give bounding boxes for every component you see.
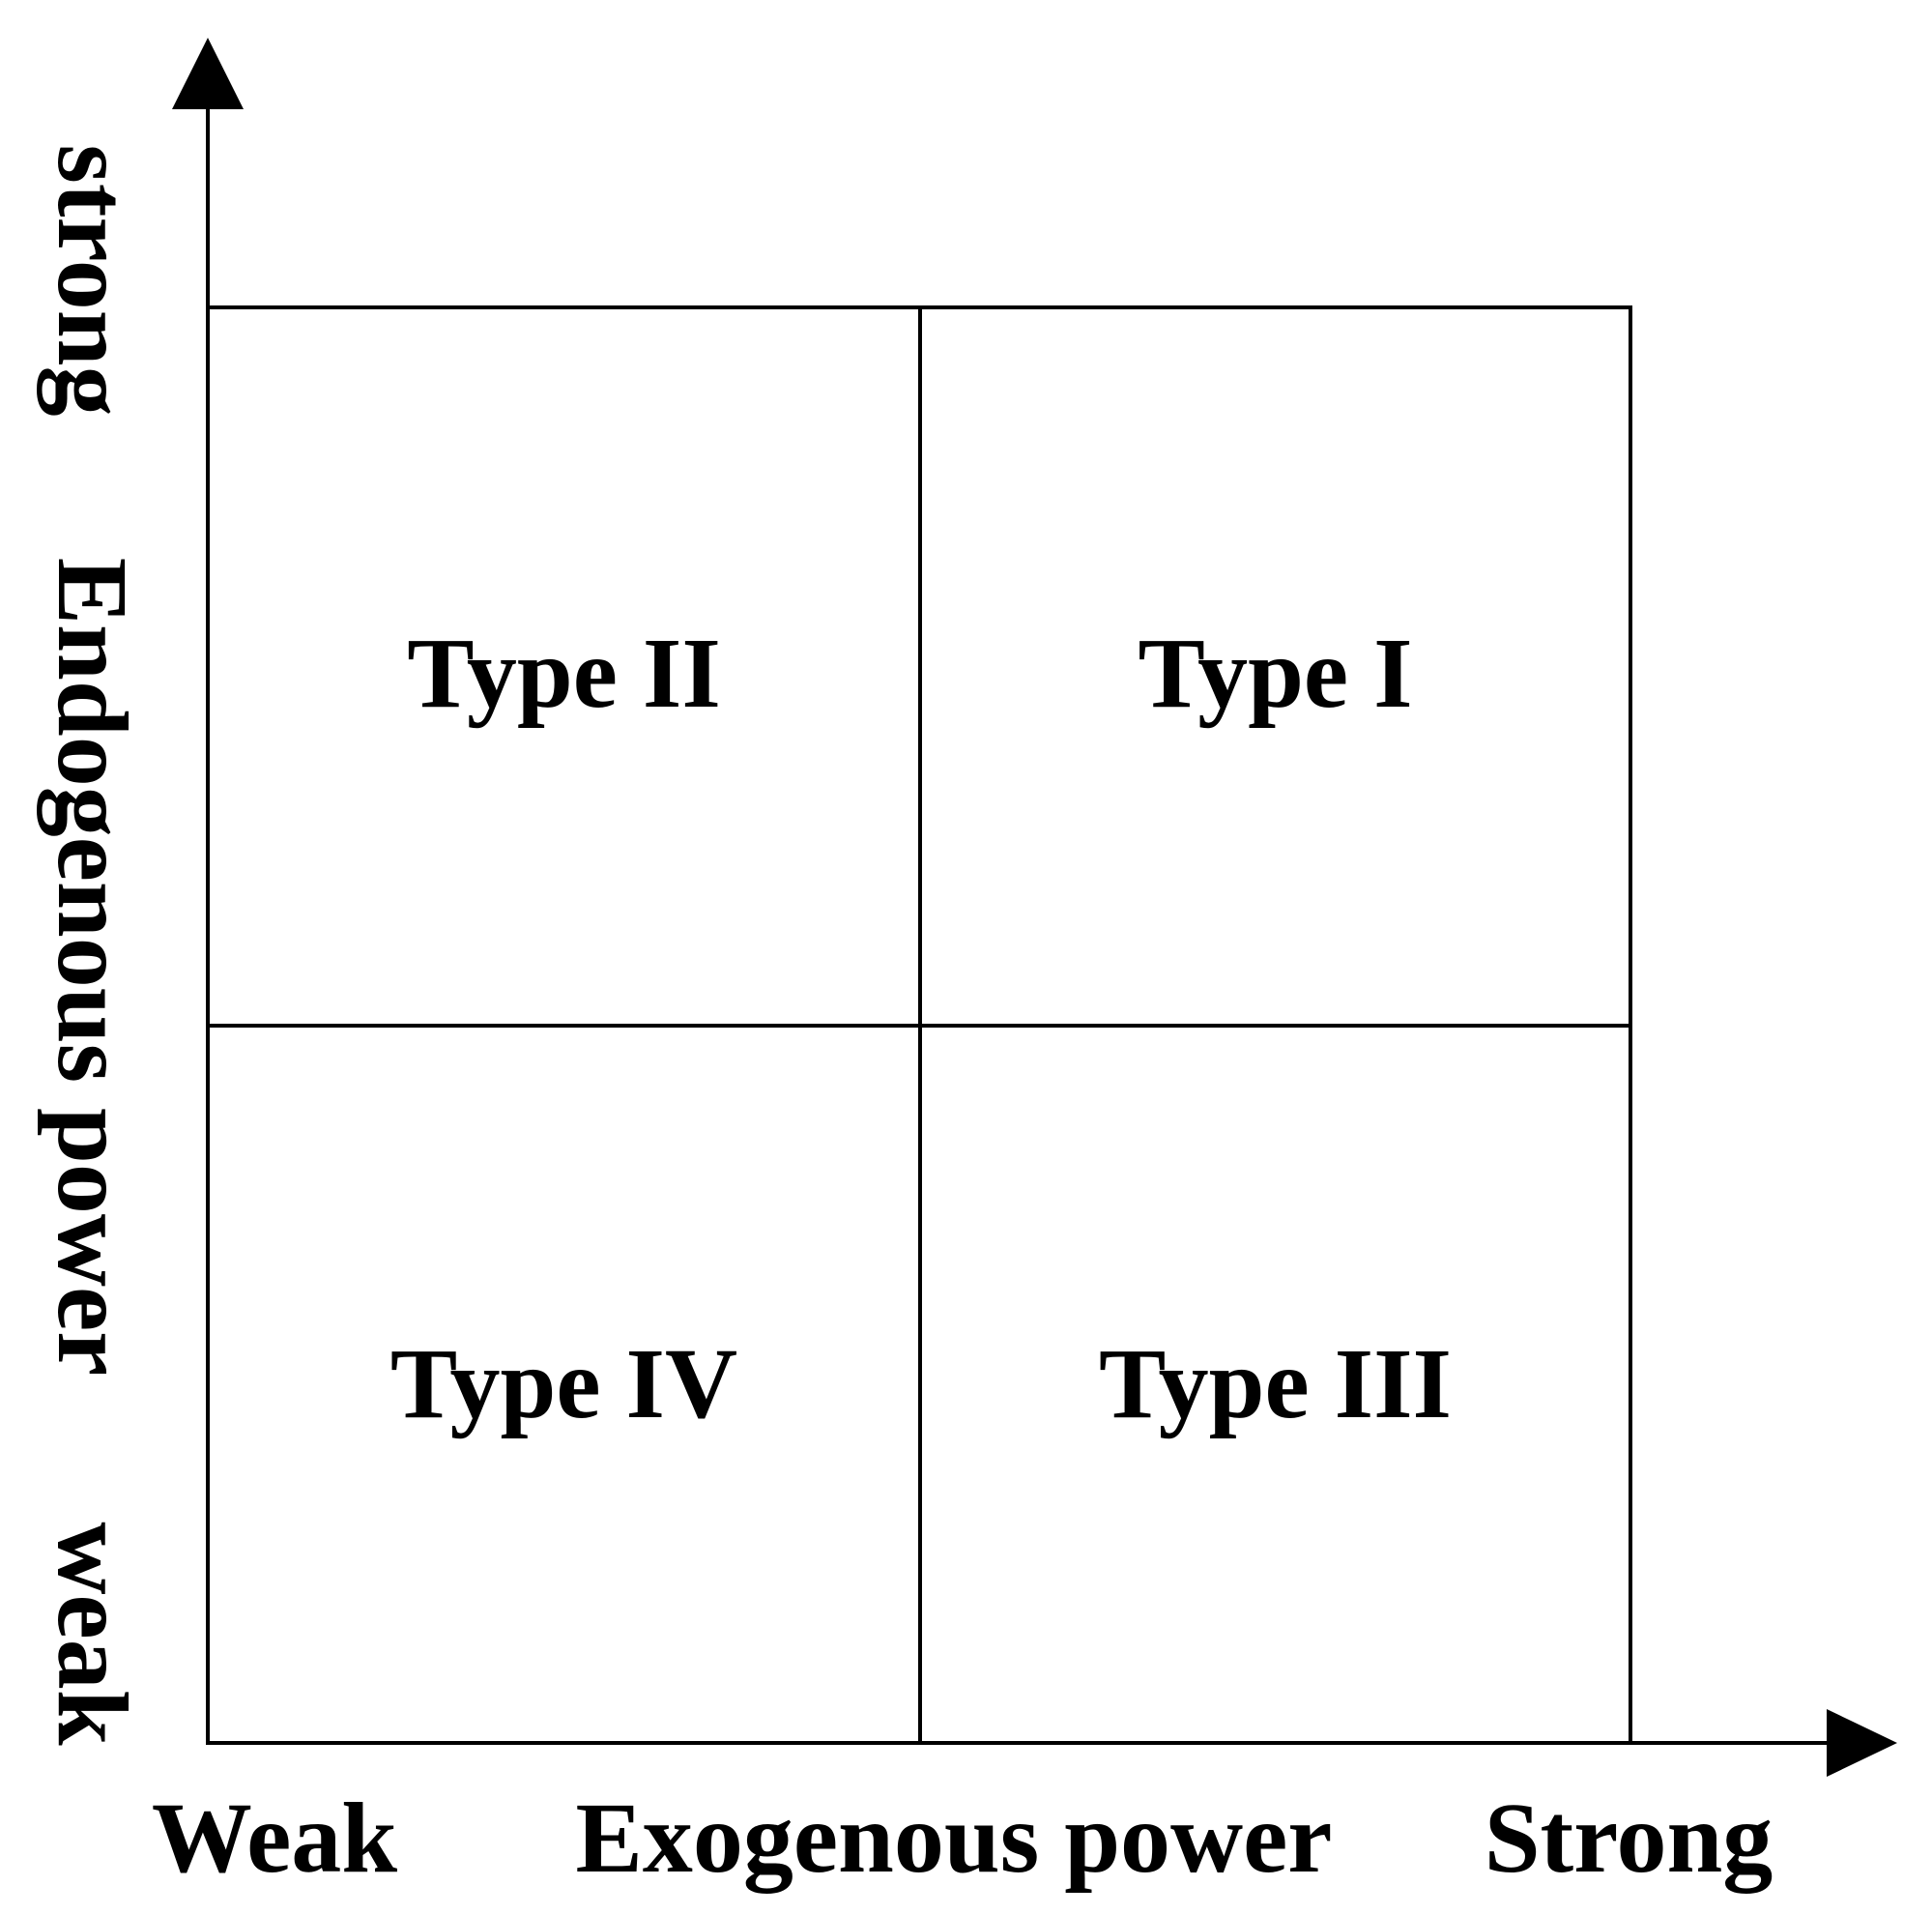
y-axis-min-label: weak [37,1522,148,1746]
x-axis-min-label: Weak [151,1783,398,1894]
quadrant-label-type-ii: Type II [407,617,721,729]
quadrant-top-right: Type I [920,307,1630,1026]
quadrant-label-type-iv: Type IV [389,1328,738,1439]
quadrant-label-type-i: Type I [1138,617,1413,729]
quadrant-bottom-right: Type III [920,1026,1630,1743]
y-axis-max-label: strong [37,144,148,417]
x-axis-line [206,1741,1839,1745]
x-axis-arrowhead-right-icon [1827,1709,1897,1777]
y-axis-title: Endogenous power [37,557,148,1377]
quadrant-top-left: Type II [208,307,920,1026]
quadrant-label-type-iii: Type III [1098,1328,1453,1439]
quadrant-bottom-left: Type IV [208,1026,920,1743]
matrix-horizontal-divider [206,1024,1632,1028]
y-axis-line [206,102,210,1745]
y-axis-arrowhead-up-icon [172,38,244,109]
x-axis-max-label: Strong [1484,1783,1773,1894]
x-axis-title: Exogenous power [575,1783,1333,1894]
